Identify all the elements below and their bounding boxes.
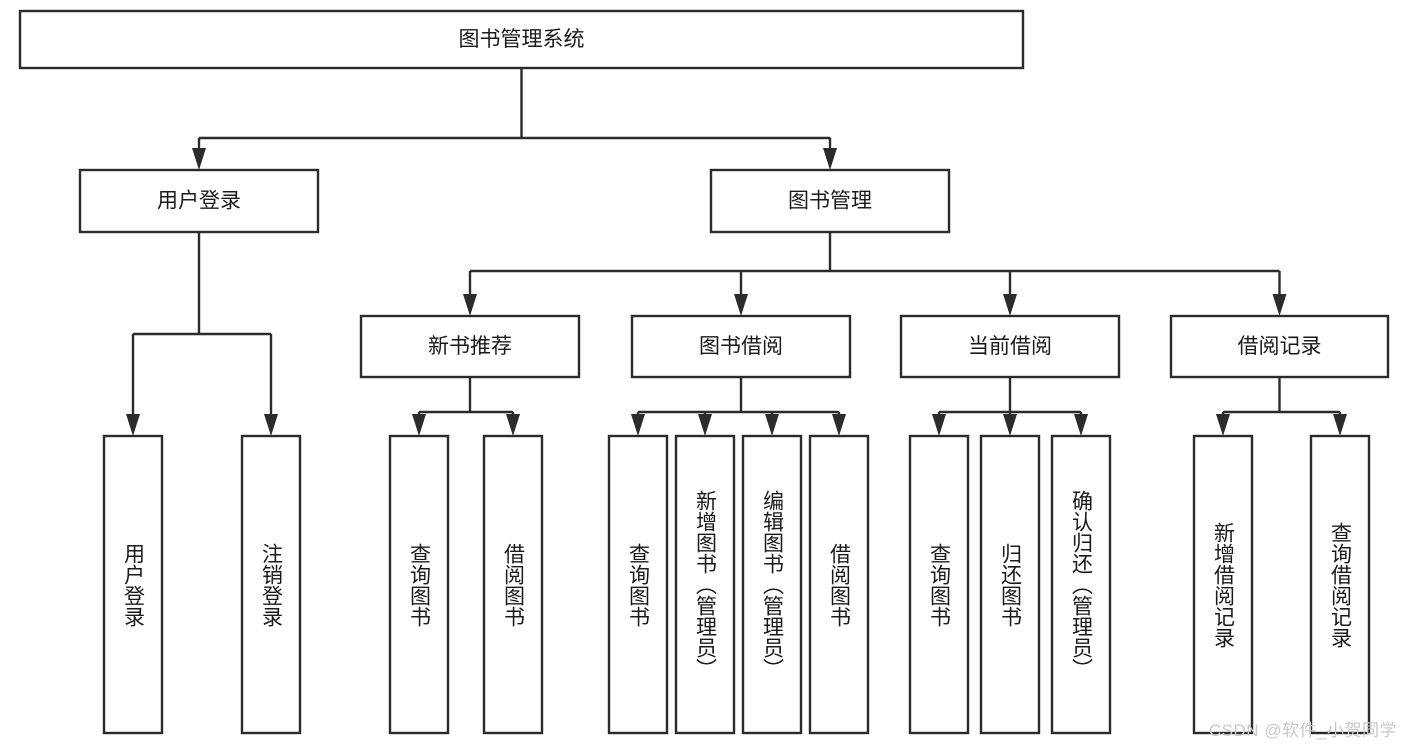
node-box[interactable]: [1169, 314, 1390, 379]
leaf-node-leaf-user-logout[interactable]: [240, 434, 302, 735]
node-label: 新书推荐: [428, 335, 512, 358]
arrow-head-icon: [126, 414, 140, 436]
node-box[interactable]: [1192, 434, 1254, 735]
node-box[interactable]: [674, 434, 736, 735]
connector-layer: [126, 68, 1347, 436]
node-box[interactable]: [359, 314, 581, 379]
arrow-head-icon: [765, 414, 779, 436]
level2-node-user-login[interactable]: 用户登录: [78, 168, 320, 234]
arrow-head-icon: [1272, 294, 1287, 316]
arrow-head-icon: [734, 294, 748, 316]
node-box[interactable]: [630, 314, 852, 379]
node-label: 用户登录: [157, 190, 241, 213]
arrow-head-icon: [1074, 414, 1088, 436]
connector-group: [1216, 377, 1347, 436]
watermark-text: CSDN @软件_小贺同学: [1208, 721, 1397, 740]
node-box[interactable]: [908, 434, 970, 735]
arrow-head-icon: [192, 148, 206, 170]
arrow-head-icon: [463, 294, 477, 316]
node-box[interactable]: [979, 434, 1041, 735]
root-node-root[interactable]: 图书管理系统: [18, 9, 1025, 70]
node-box[interactable]: [1309, 434, 1371, 735]
leaf-node-leaf-confirm-return-admin[interactable]: [1050, 434, 1112, 735]
node-box[interactable]: [741, 434, 803, 735]
node-label: 图书管理: [788, 190, 872, 213]
leaf-node-leaf-query-book-recommend[interactable]: [388, 434, 450, 735]
arrow-head-icon: [264, 414, 278, 436]
leaf-node-leaf-add-borrow-record[interactable]: [1192, 434, 1254, 735]
node-box[interactable]: [102, 434, 164, 735]
connector-group: [192, 68, 837, 170]
leaf-node-leaf-add-book-admin[interactable]: [674, 434, 736, 735]
leaf-node-leaf-query-book-borrow[interactable]: [607, 434, 669, 735]
level2-node-book-manage[interactable]: 图书管理: [709, 168, 951, 234]
arrow-head-icon: [1216, 414, 1230, 436]
node-box[interactable]: [388, 434, 450, 735]
node-label: 借阅记录: [1238, 335, 1322, 358]
connector-group: [463, 232, 1287, 316]
arrow-head-icon: [506, 414, 520, 436]
level3-node-current-borrow[interactable]: 当前借阅: [899, 314, 1121, 379]
node-label: 图书管理系统: [459, 28, 585, 51]
leaf-node-leaf-return-book[interactable]: [979, 434, 1041, 735]
level3-node-borrow-record[interactable]: 借阅记录: [1169, 314, 1390, 379]
node-label: 当前借阅: [968, 335, 1052, 358]
node-box[interactable]: [240, 434, 302, 735]
arrow-head-icon: [631, 414, 645, 436]
node-box[interactable]: [18, 9, 1025, 70]
leaf-node-leaf-edit-book-admin[interactable]: [741, 434, 803, 735]
connector-group: [932, 377, 1088, 436]
leaf-node-leaf-query-borrow-record[interactable]: [1309, 434, 1371, 735]
arrow-head-icon: [1003, 294, 1017, 316]
node-box[interactable]: [482, 434, 544, 735]
node-label: 图书借阅: [699, 335, 783, 358]
connector-group: [412, 377, 520, 436]
leaf-node-leaf-borrow-book[interactable]: [808, 434, 870, 735]
level3-node-new-book-recommend[interactable]: 新书推荐: [359, 314, 581, 379]
arrow-head-icon: [823, 148, 837, 170]
arrow-head-icon: [412, 414, 426, 436]
node-box[interactable]: [899, 314, 1121, 379]
connector-group: [126, 232, 278, 436]
leaf-node-leaf-borrow-book-recommend[interactable]: [482, 434, 544, 735]
arrow-head-icon: [1003, 414, 1017, 436]
node-box[interactable]: [607, 434, 669, 735]
leaf-node-leaf-query-book-current[interactable]: [908, 434, 970, 735]
node-box[interactable]: [709, 168, 951, 234]
node-box[interactable]: [808, 434, 870, 735]
connector-group: [631, 377, 846, 436]
level3-node-book-borrow[interactable]: 图书借阅: [630, 314, 852, 379]
arrow-head-icon: [932, 414, 946, 436]
node-box[interactable]: [1050, 434, 1112, 735]
leaf-node-leaf-user-login[interactable]: [102, 434, 164, 735]
arrow-head-icon: [1333, 414, 1347, 436]
arrow-head-icon: [698, 414, 712, 436]
node-box[interactable]: [78, 168, 320, 234]
arrow-head-icon: [832, 414, 846, 436]
